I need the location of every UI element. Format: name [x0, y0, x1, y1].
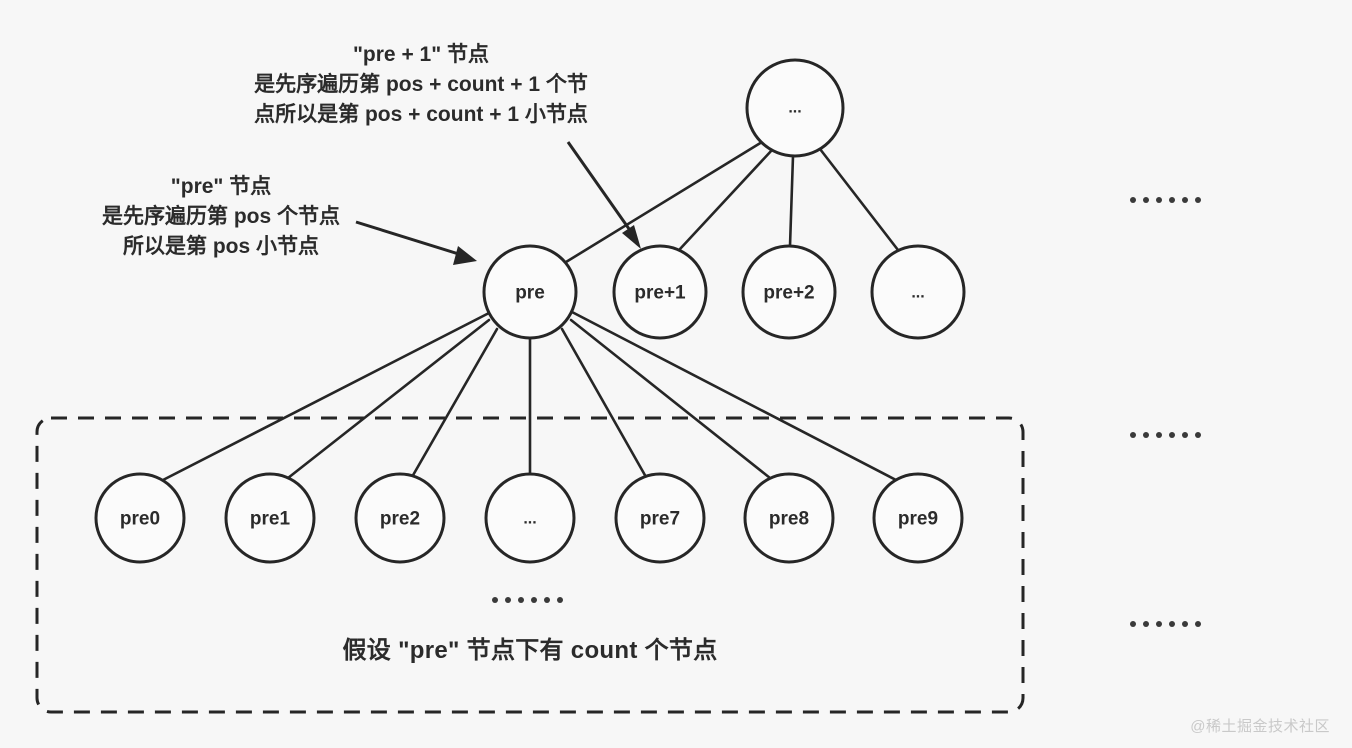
- annotation-arrow-pre-plus-one: [566, 141, 641, 249]
- node-pre-plus-2[interactable]: pre+2: [741, 244, 837, 340]
- node-pre-plus-2-label: pre+2: [763, 283, 814, 304]
- node-pre7-label: pre7: [640, 509, 680, 530]
- node-pre8-circle[interactable]: [743, 472, 835, 564]
- node-pre7[interactable]: pre7: [614, 472, 706, 564]
- node-pre0[interactable]: pre0: [94, 472, 186, 564]
- node-pre9-label: pre9: [898, 509, 938, 530]
- node-pre[interactable]: pre: [482, 244, 578, 340]
- node-pre9[interactable]: pre9: [872, 472, 964, 564]
- node-children-more-label: ...: [523, 511, 536, 528]
- annotation-pre-text: "pre" 节点 是先序遍历第 pos 个节点 所以是第 pos 小节点: [101, 175, 340, 258]
- node-pre-plus-1-circle[interactable]: [612, 244, 708, 340]
- node-pre2-circle[interactable]: [354, 472, 446, 564]
- edge-pre-to-pre2: [410, 327, 499, 479]
- node-level2-more-circle[interactable]: [870, 244, 966, 340]
- edge-pre-to-pre7: [560, 327, 648, 479]
- root-edges: [564, 140, 900, 264]
- node-pre8[interactable]: pre8: [743, 472, 835, 564]
- annotation-pre-plus-one-text: "pre + 1" 节点 是先序遍历第 pos + count + 1 个节 点…: [254, 43, 588, 126]
- node-level2-more-label: ...: [911, 285, 924, 302]
- ellipsis-inside-box-icon: [492, 597, 563, 603]
- edge-root-to-pre-plus-1: [678, 148, 774, 251]
- edge-pre-to-pre8: [569, 318, 772, 480]
- node-pre0-circle[interactable]: [94, 472, 186, 564]
- node-root-circle[interactable]: [745, 58, 845, 158]
- node-pre-circle[interactable]: [482, 244, 578, 340]
- node-pre1-circle[interactable]: [224, 472, 316, 564]
- edge-root-to-more: [818, 147, 900, 252]
- node-children-more[interactable]: ...: [484, 472, 576, 564]
- node-pre8-label: pre8: [769, 509, 809, 530]
- node-pre0-label: pre0: [120, 509, 160, 530]
- edge-root-to-pre-plus-2: [788, 154, 795, 248]
- pre-child-edges: [161, 310, 898, 482]
- node-pre9-circle[interactable]: [872, 472, 964, 564]
- node-pre1-label: pre1: [250, 509, 291, 530]
- node-root-label: ...: [788, 100, 801, 117]
- edge-root-to-pre: [564, 140, 764, 264]
- node-pre-label: pre: [515, 283, 545, 304]
- ellipsis-right-1-icon: [1130, 197, 1201, 203]
- node-pre-plus-1[interactable]: pre+1: [612, 244, 708, 340]
- node-pre1[interactable]: pre1: [224, 472, 316, 564]
- node-level2-more[interactable]: ...: [870, 244, 966, 340]
- children-group-dashed-box: [35, 416, 1025, 714]
- edge-pre-to-pre9: [570, 310, 898, 482]
- node-pre7-circle[interactable]: [614, 472, 706, 564]
- edge-pre-to-pre0: [161, 311, 491, 482]
- watermark: @稀土掘金技术社区: [1190, 718, 1330, 735]
- ellipsis-right-2-icon: [1130, 432, 1201, 438]
- node-pre-plus-2-circle[interactable]: [741, 244, 837, 340]
- annotation-arrow-pre: [355, 220, 477, 265]
- node-pre-plus-1-label: pre+1: [634, 283, 686, 304]
- ellipsis-right-3-icon: [1130, 621, 1201, 627]
- edge-pre-to-pre1: [286, 318, 491, 480]
- node-pre2[interactable]: pre2: [354, 472, 446, 564]
- node-root[interactable]: ...: [745, 58, 845, 158]
- node-pre2-label: pre2: [380, 509, 420, 530]
- dashed-box-caption: 假设 "pre" 节点下有 count 个节点: [342, 637, 718, 664]
- node-children-more-circle[interactable]: [484, 472, 576, 564]
